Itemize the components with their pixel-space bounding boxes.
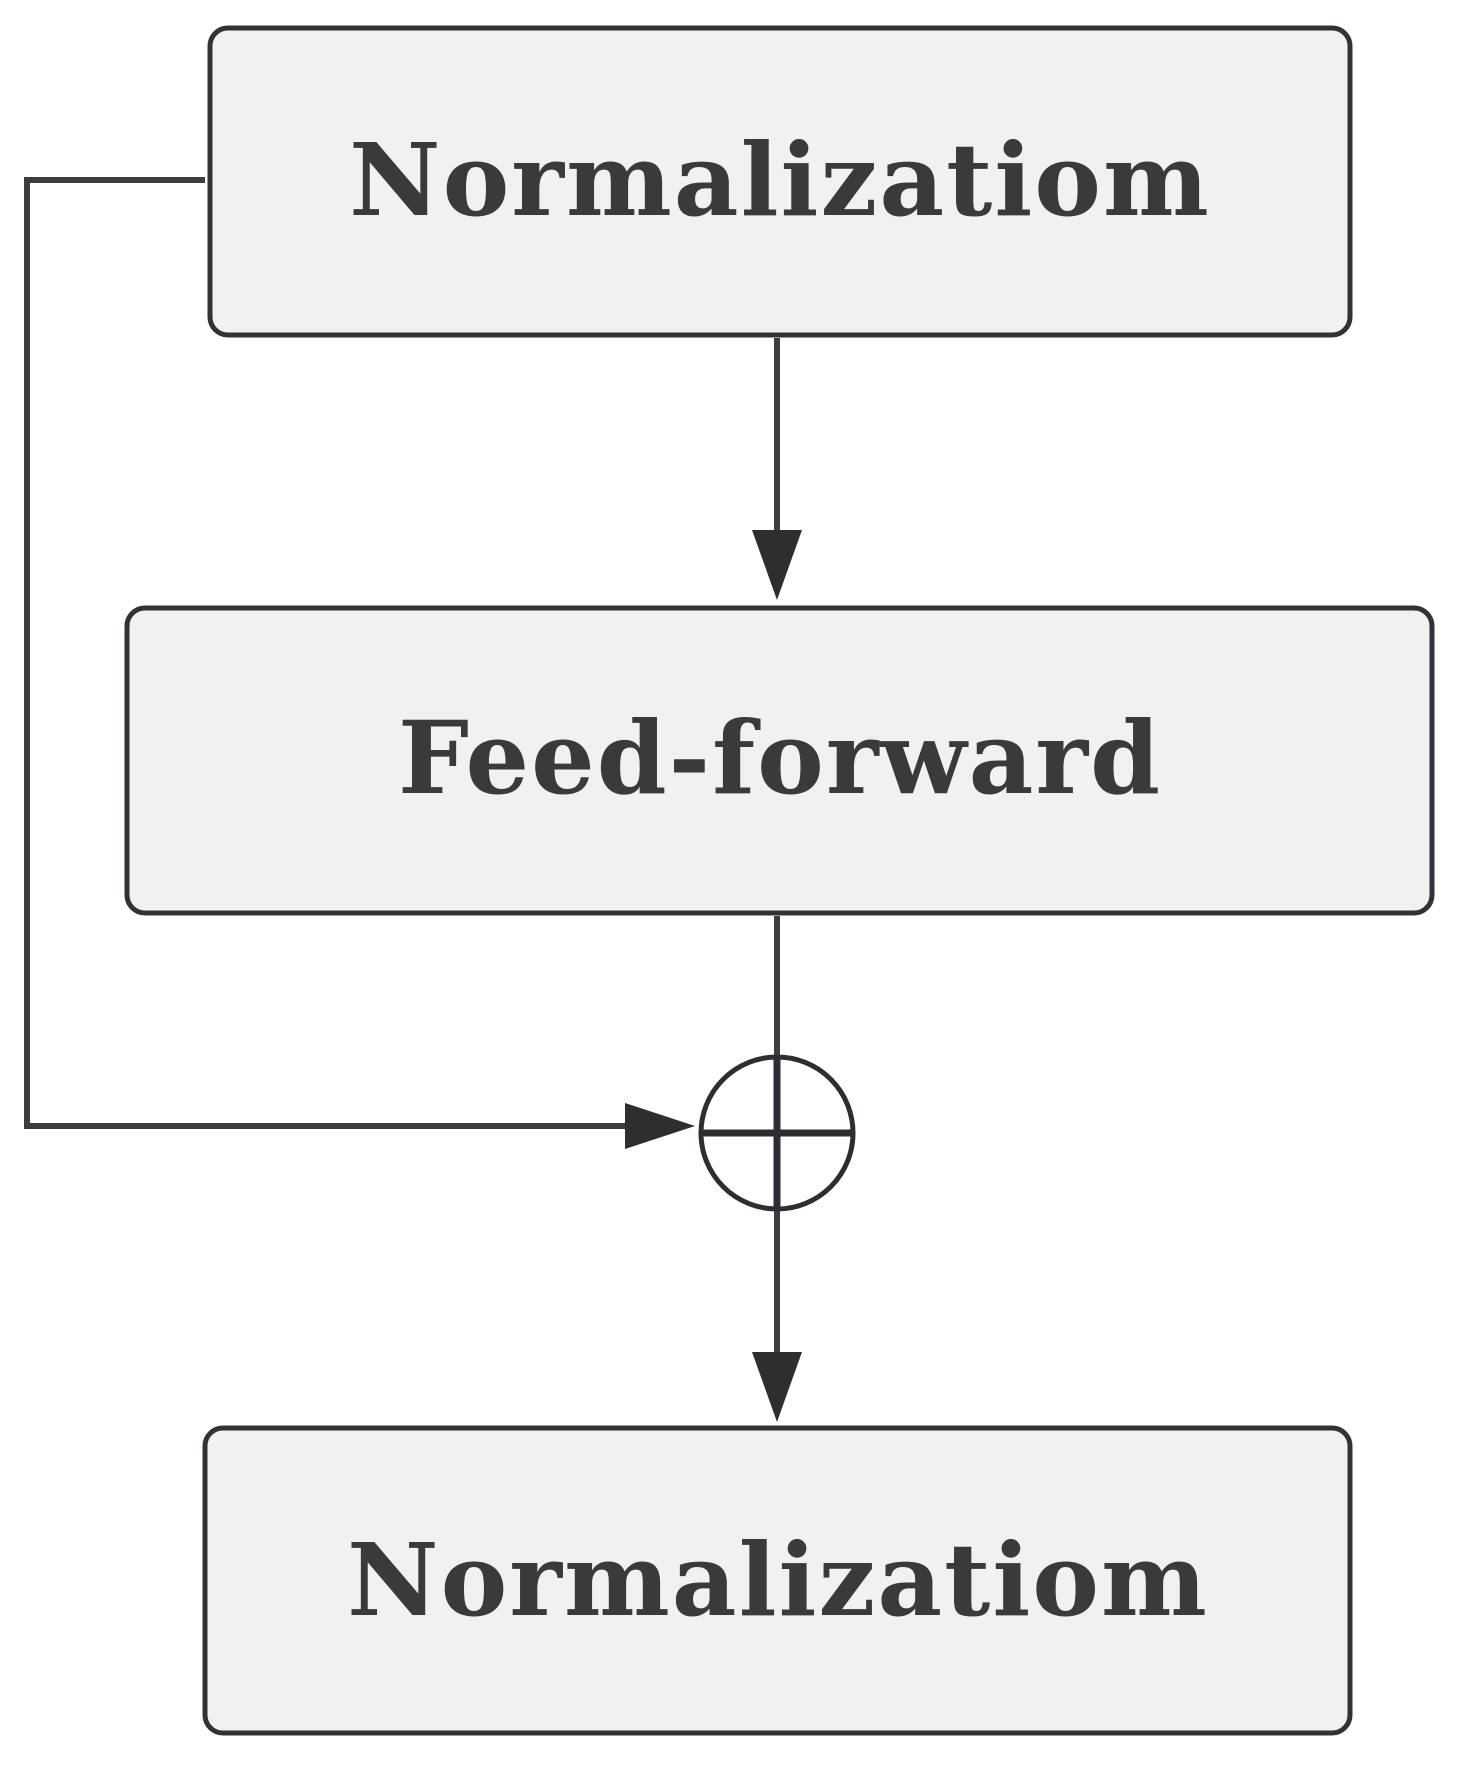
node-sum — [698, 1054, 856, 1212]
node-feed-forward: Feed-forward — [124, 605, 1435, 916]
arrowhead-into-bottom — [752, 1352, 802, 1422]
node-normalization-top: Normalizatiom — [207, 25, 1353, 338]
node-normalization-top-shape — [207, 25, 1353, 338]
arrowhead-residual-into-sum — [625, 1103, 695, 1149]
node-normalization-bottom: Normalizatiom — [202, 1425, 1353, 1736]
node-feed-forward-label: Feed-forward — [398, 699, 1162, 817]
node-normalization-bottom-shape — [202, 1425, 1353, 1736]
edge-residual-skip — [24, 177, 640, 1129]
node-feed-forward-shape — [124, 605, 1435, 916]
arrowhead-into-feed-forward — [752, 530, 802, 600]
node-normalization-top-label: Normalizatiom — [349, 121, 1211, 239]
node-normalization-bottom-label: Normalizatiom — [347, 1521, 1209, 1639]
